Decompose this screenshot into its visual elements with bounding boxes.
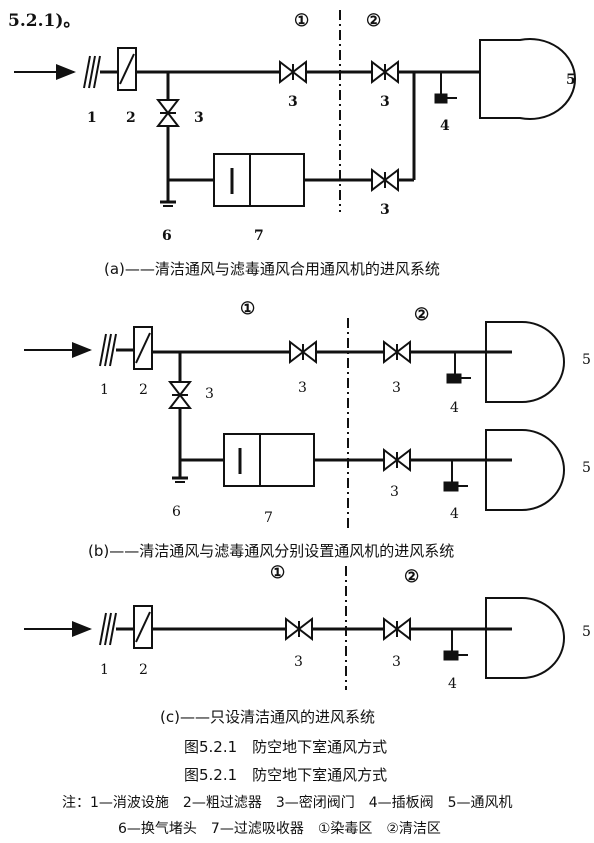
label-3: 3 — [380, 94, 390, 110]
vent-plug-icon — [160, 200, 176, 207]
label-3: 3 — [288, 94, 298, 110]
figure-title: 图5.2.1 防空地下室通风方式 — [184, 738, 388, 756]
legend-note-line2: 6—换气堵头 7—过滤吸收器 ①染毒区 ②清洁区 — [118, 821, 441, 837]
gate-valve-icon — [443, 460, 468, 492]
label-3: 3 — [194, 110, 204, 126]
airtight-valve-icon — [371, 167, 399, 193]
coarse-filter-icon — [133, 326, 153, 370]
airtight-valve-icon — [285, 616, 313, 642]
label-3: 3 — [380, 202, 390, 218]
label-5: 5 — [582, 352, 591, 368]
gate-valve-icon — [434, 72, 457, 104]
figure-title-repeat: 图5.2.1 防空地下室通风方式 — [184, 766, 388, 784]
diagram-c — [24, 566, 565, 690]
legend-note-line1: 注：1—消波设施 2—粗过滤器 3—密闭阀门 4—插板阀 5—通风机 — [62, 795, 513, 811]
diagram-b — [24, 318, 565, 530]
muffler-icon — [99, 612, 117, 646]
zone-label-clean: ② — [414, 305, 429, 325]
airtight-valve-icon — [279, 59, 307, 85]
label-5: 5 — [582, 460, 591, 476]
zone-label-contaminated: ① — [240, 299, 255, 319]
gate-valve-icon — [446, 352, 471, 384]
label-7: 7 — [254, 228, 264, 244]
label-5: 5 — [582, 624, 591, 640]
zone-label-clean: ② — [366, 11, 381, 31]
muffler-icon — [99, 333, 117, 367]
label-2: 2 — [139, 382, 148, 398]
zone-label-contaminated: ① — [270, 563, 285, 583]
airtight-valve-icon — [289, 339, 317, 365]
label-3: 3 — [392, 654, 401, 670]
label-7: 7 — [264, 510, 273, 526]
label-6: 6 — [172, 504, 181, 520]
airtight-valve-icon — [383, 339, 411, 365]
airtight-valve-icon — [167, 381, 193, 409]
label-3: 3 — [390, 484, 399, 500]
label-1: 1 — [100, 382, 109, 398]
muffler-icon — [83, 55, 101, 89]
coarse-filter-icon — [117, 47, 137, 91]
filter-absorber-icon — [223, 433, 315, 487]
gate-valve-icon — [443, 629, 468, 661]
airtight-valve-icon — [383, 447, 411, 473]
airtight-valve-icon — [371, 59, 399, 85]
label-4: 4 — [450, 400, 459, 416]
caption-b: (b)——清洁通风与滤毒通风分别设置通风机的进风系统 — [88, 542, 455, 560]
airtight-valve-icon — [383, 616, 411, 642]
label-1: 1 — [100, 662, 109, 678]
caption-c: (c)——只设清洁通风的进风系统 — [160, 708, 375, 726]
label-5: 5 — [566, 72, 576, 88]
label-2: 2 — [139, 662, 148, 678]
fan-icon — [485, 321, 565, 403]
label-1: 1 — [87, 110, 97, 126]
label-3: 3 — [392, 380, 401, 396]
diagram-a — [14, 10, 576, 212]
top-reference: 5.2.1)。 — [8, 11, 81, 31]
fan-icon — [485, 429, 565, 511]
zone-label-contaminated: ① — [294, 11, 309, 31]
label-4: 4 — [448, 676, 457, 692]
fan-icon — [479, 38, 576, 120]
coarse-filter-icon — [133, 605, 153, 649]
label-2: 2 — [126, 110, 136, 126]
vent-plug-icon — [172, 476, 188, 483]
fan-icon — [485, 597, 565, 679]
label-3: 3 — [298, 380, 307, 396]
label-3: 3 — [294, 654, 303, 670]
caption-a: (a)——清洁通风与滤毒通风合用通风机的进风系统 — [104, 260, 440, 278]
label-6: 6 — [162, 228, 172, 244]
filter-absorber-icon — [213, 153, 305, 207]
airtight-valve-icon — [155, 99, 181, 127]
zone-label-clean: ② — [404, 567, 419, 587]
label-3: 3 — [205, 386, 214, 402]
label-4: 4 — [440, 118, 450, 134]
label-4: 4 — [450, 506, 459, 522]
